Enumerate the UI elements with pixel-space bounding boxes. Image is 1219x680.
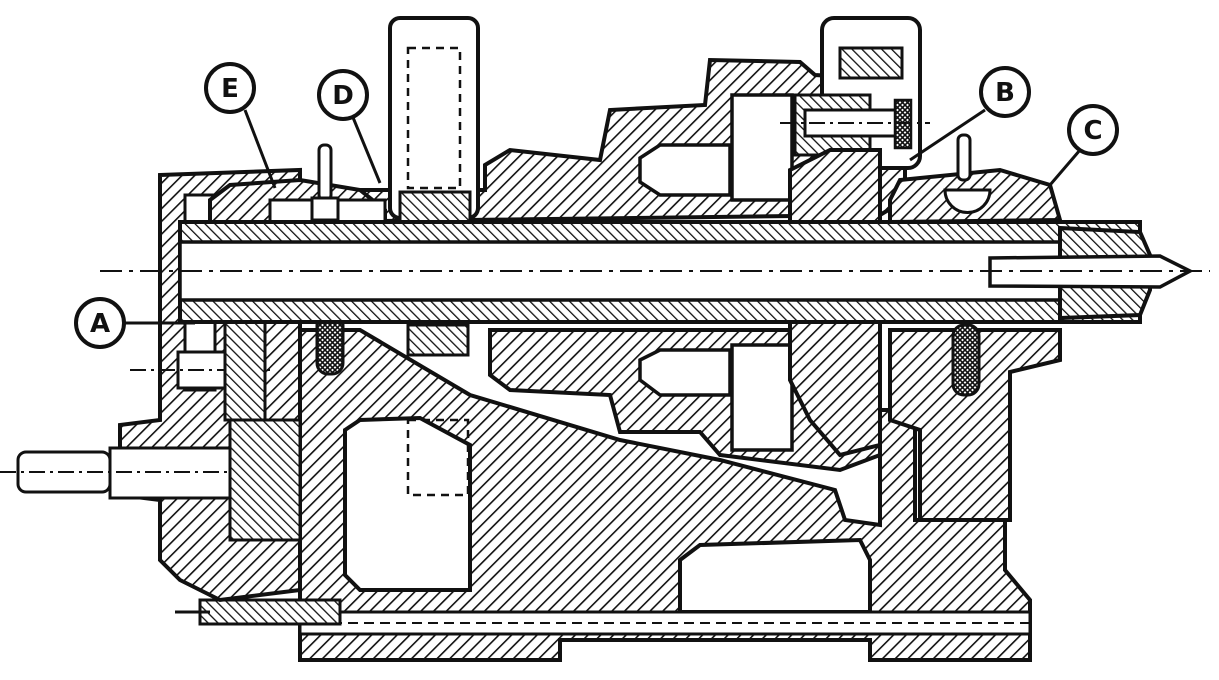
lower-gear-hub	[730, 343, 794, 452]
lower-rod-end	[198, 598, 342, 626]
right-oil-pin	[956, 133, 972, 182]
top-pulley-hidden-outline	[406, 46, 462, 190]
callout-d-label: D	[332, 81, 354, 111]
callout-a-label: A	[90, 309, 110, 339]
pulley-bearing-upper	[398, 190, 472, 224]
callout-a-circle	[74, 297, 126, 349]
right-oil-wick	[951, 323, 981, 397]
callout-b: B	[979, 66, 1031, 118]
right-lower-bearing	[888, 328, 1062, 522]
casting-window	[343, 415, 472, 592]
leader-line-e	[243, 109, 277, 189]
clutch-block	[788, 148, 882, 230]
lower-rod	[298, 610, 1032, 636]
callout-b-label: B	[995, 78, 1015, 108]
callout-c: C	[1067, 104, 1119, 156]
pulley-bearing-lower	[406, 323, 470, 357]
left-oil-pin	[317, 143, 333, 202]
leader-line-d	[350, 114, 382, 184]
lower-cavity	[638, 348, 732, 397]
lower-pulley-hidden-outline	[406, 418, 470, 497]
casting-slot	[678, 537, 872, 614]
left-gear-upper	[223, 318, 267, 422]
callout-e: E	[204, 62, 256, 114]
right-oil-cup	[943, 188, 992, 214]
leader-line-c	[1048, 149, 1082, 186]
leader-line-b	[909, 108, 986, 162]
callout-e-label: E	[221, 74, 239, 104]
callout-d-circle	[317, 69, 369, 121]
input-gear	[228, 418, 302, 542]
callout-c-circle	[1067, 104, 1119, 156]
left-oil-pin-foot	[310, 196, 340, 222]
callout-d: D	[317, 69, 369, 121]
callout-c-label: C	[1083, 116, 1102, 146]
callout-e-circle	[204, 62, 256, 114]
right-top-bearing	[838, 46, 904, 80]
callout-b-circle	[979, 66, 1031, 118]
upper-gear-hub	[730, 93, 794, 202]
callout-a: A	[74, 297, 126, 349]
upper-cavity	[638, 143, 732, 197]
